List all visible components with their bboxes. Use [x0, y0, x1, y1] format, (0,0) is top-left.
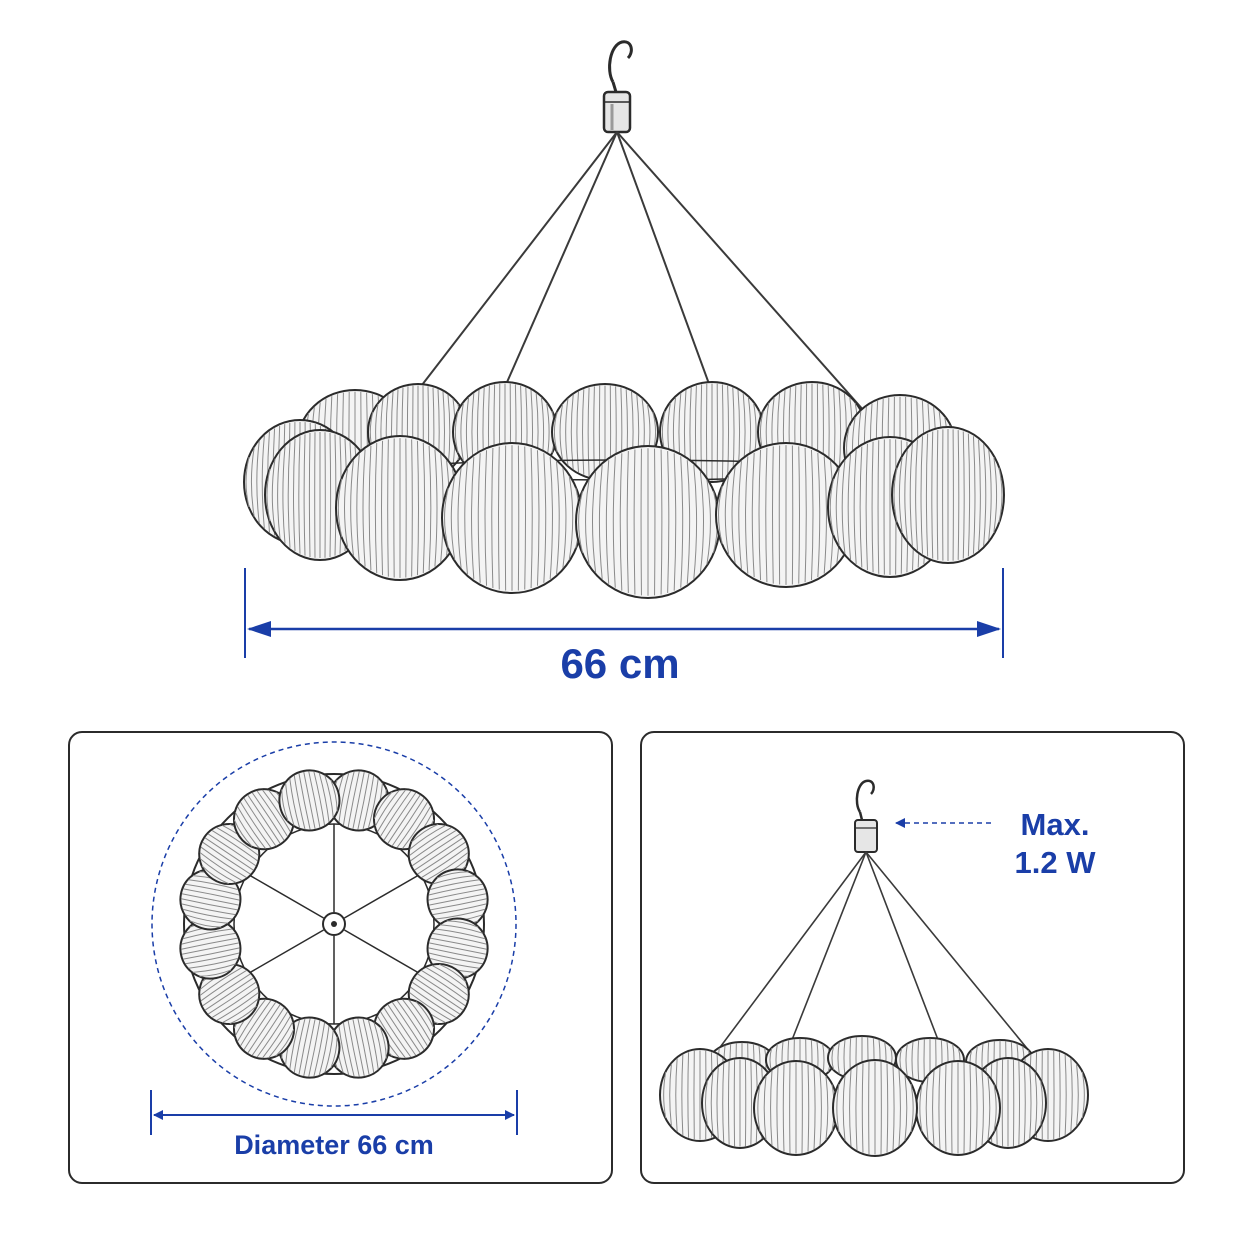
lantern — [426, 868, 489, 931]
suspension-cables — [717, 851, 1031, 1053]
diameter-dimension — [150, 1090, 518, 1135]
power-rating-line2: 1.2 W — [1014, 845, 1096, 880]
lantern-ring — [243, 381, 1005, 599]
width-dimension — [244, 568, 1004, 658]
lantern — [278, 769, 341, 832]
canopy-cap-icon — [854, 819, 878, 853]
lantern — [335, 435, 465, 581]
top-view — [150, 741, 518, 1135]
diameter-outline — [151, 741, 517, 1107]
lantern — [753, 1060, 839, 1156]
lantern — [832, 1059, 918, 1157]
diameter-label: Diameter 66 cm — [234, 1130, 434, 1160]
power-rating-line1: Max. — [1020, 807, 1090, 842]
lantern — [441, 442, 583, 594]
lantern — [915, 1060, 1001, 1156]
hook-icon — [855, 779, 875, 821]
lantern-ring-top — [179, 769, 489, 1079]
side-view — [659, 779, 1089, 1157]
lantern-row — [659, 1035, 1089, 1157]
canopy-cap-icon — [602, 90, 632, 134]
lantern — [575, 445, 721, 599]
frame-spokes — [247, 824, 421, 1024]
main-view — [243, 40, 1005, 658]
lantern — [715, 442, 857, 588]
lantern — [891, 426, 1005, 564]
power-rating-label: Max. 1.2 W — [990, 806, 1120, 882]
hook-icon — [608, 40, 633, 93]
width-label: 66 cm — [560, 640, 680, 687]
